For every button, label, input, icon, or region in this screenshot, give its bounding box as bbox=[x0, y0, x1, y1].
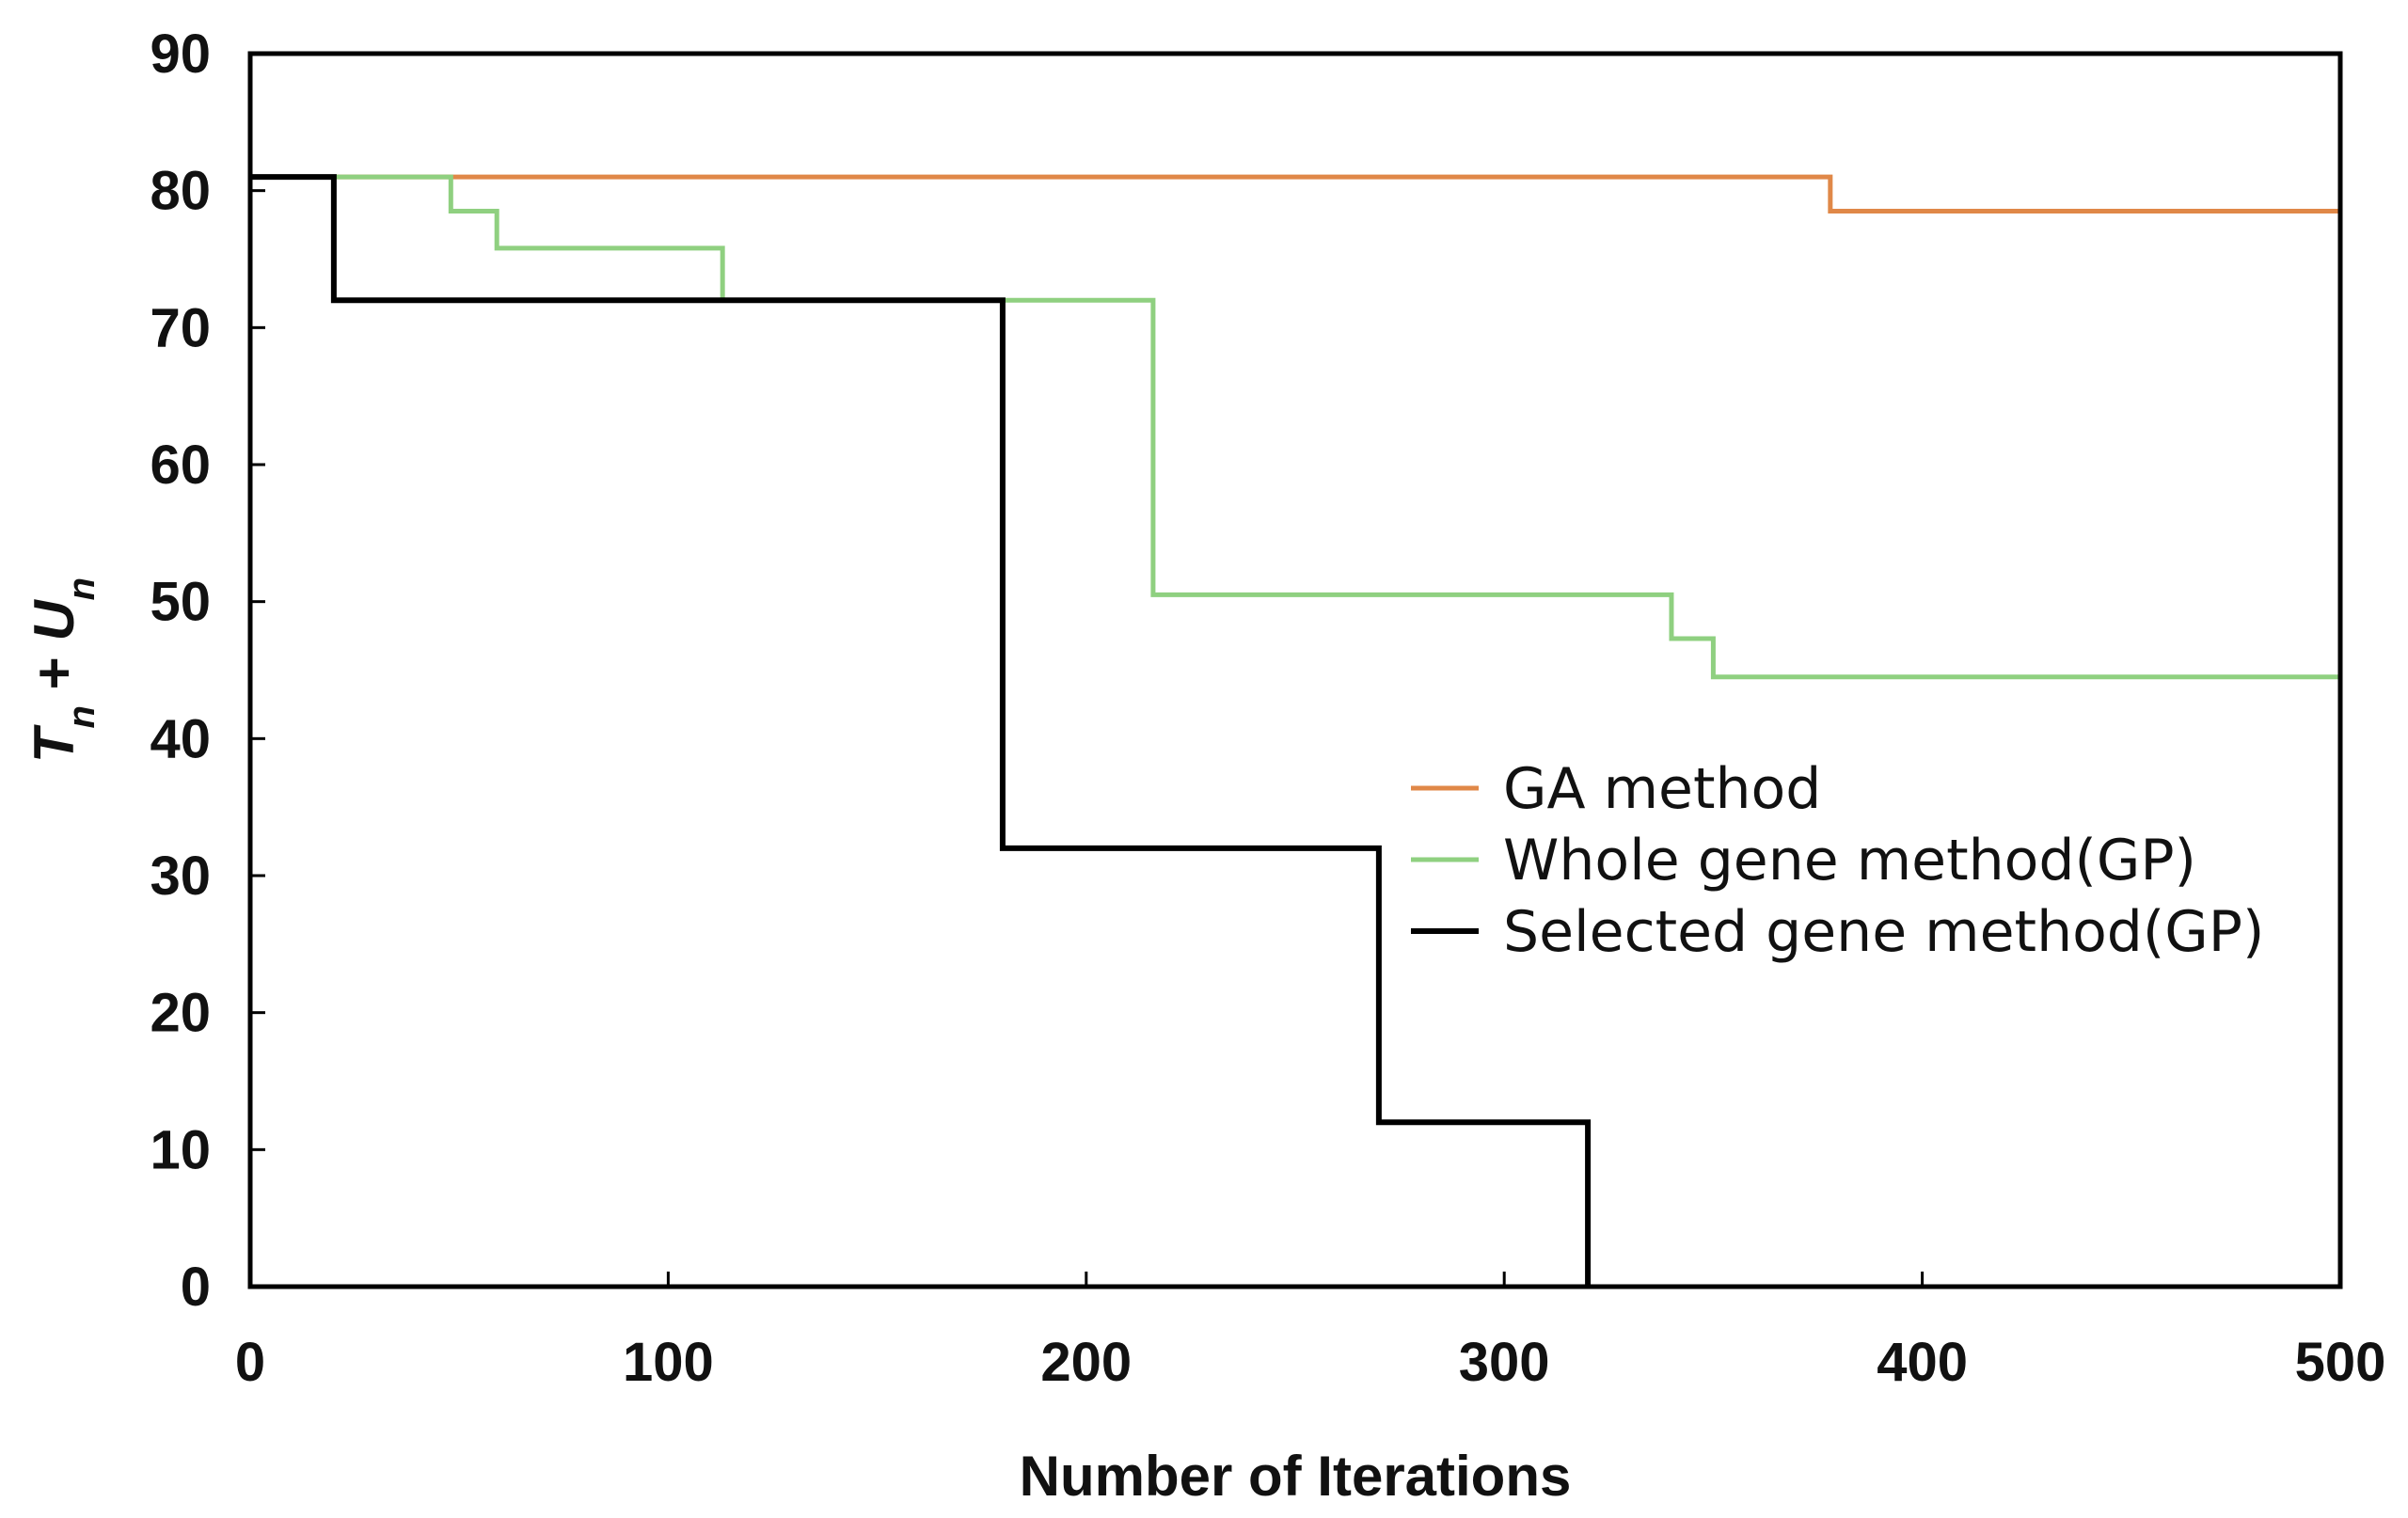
y-title-u-sub: n bbox=[61, 577, 103, 600]
y-tick-label: 80 bbox=[150, 161, 211, 222]
y-title-t-sub: n bbox=[61, 705, 103, 728]
y-tick-label: 70 bbox=[150, 297, 211, 358]
series-line-1 bbox=[250, 174, 2340, 214]
plot-frame bbox=[247, 51, 2343, 1289]
legend-label-1: GA method bbox=[1503, 756, 1821, 822]
y-title-u: U bbox=[23, 599, 86, 641]
x-tick-label: 200 bbox=[1040, 1332, 1132, 1393]
x-tick-label: 300 bbox=[1459, 1332, 1550, 1393]
x-tick-label: 0 bbox=[235, 1332, 265, 1393]
y-tick-label: 20 bbox=[150, 983, 211, 1044]
y-tick-label: 60 bbox=[150, 435, 211, 496]
y-axis-title: Tn + Un bbox=[23, 577, 103, 763]
y-tick-label: 90 bbox=[150, 24, 211, 85]
y-tick-label: 10 bbox=[150, 1119, 211, 1180]
y-tick-label: 40 bbox=[150, 708, 211, 769]
legend-label-3: Selected gene method(GP) bbox=[1503, 899, 2264, 965]
x-axis-title: Number of Iterations bbox=[1020, 1445, 1572, 1508]
x-axis-ticks: 0 100 200 300 400 500 bbox=[235, 1272, 2386, 1393]
series-layer bbox=[250, 174, 2340, 1287]
x-tick-label: 100 bbox=[623, 1332, 714, 1393]
y-tick-label: 30 bbox=[150, 846, 211, 907]
y-title-t: T bbox=[23, 724, 86, 763]
y-title-plus: + bbox=[23, 641, 86, 705]
y-tick-label: 0 bbox=[181, 1257, 211, 1318]
legend-label-2: Whole gene method(GP) bbox=[1503, 828, 2196, 893]
x-tick-label: 400 bbox=[1877, 1332, 1968, 1393]
y-axis-ticks: 0 10 20 30 40 50 60 70 80 90 bbox=[150, 24, 265, 1318]
y-tick-label: 50 bbox=[150, 572, 211, 633]
x-tick-label: 500 bbox=[2295, 1332, 2386, 1393]
series-line-3 bbox=[250, 174, 1592, 1287]
